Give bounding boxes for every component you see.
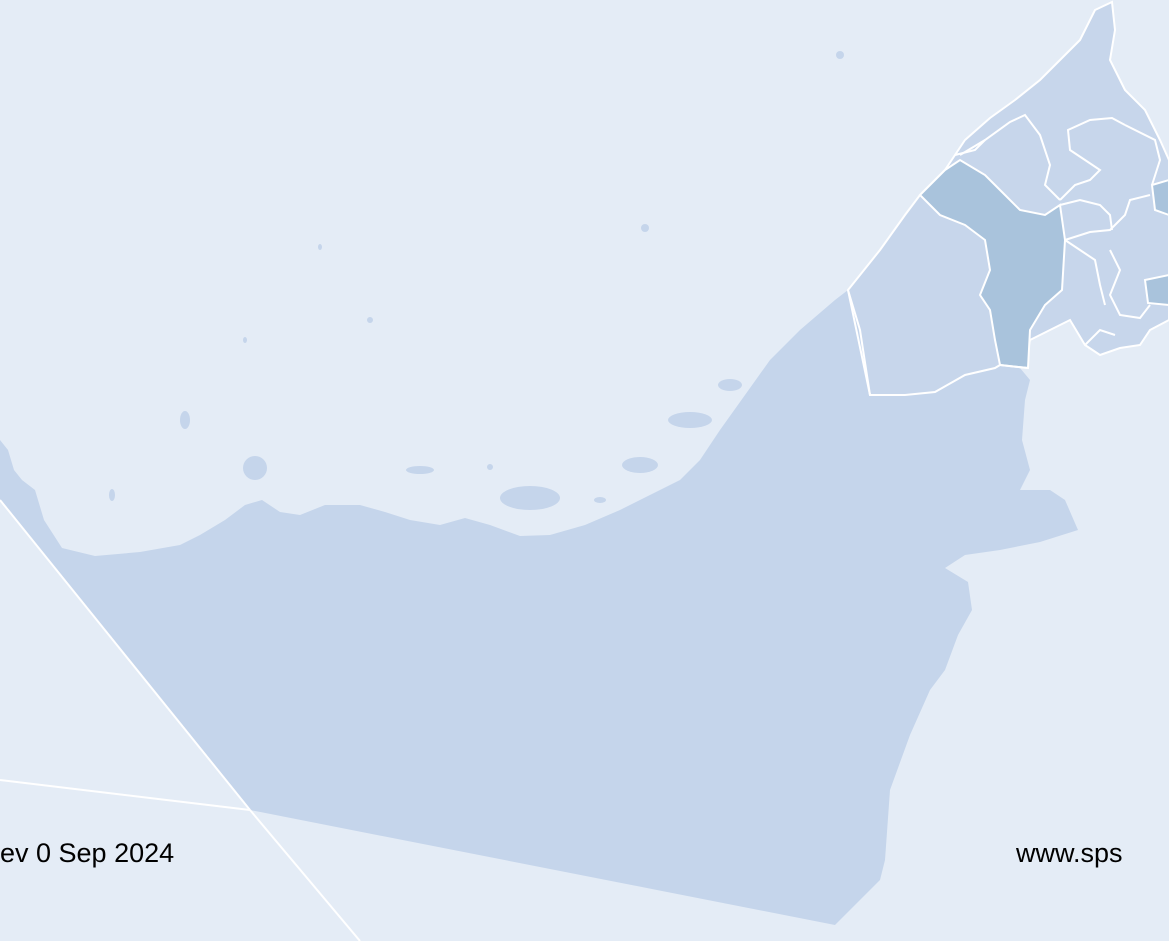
revision-caption: ev 0 Sep 2024 <box>0 838 175 868</box>
east-coast-enclave <box>1150 178 1169 217</box>
coastal-islands <box>109 51 844 510</box>
website-caption: www.sps <box>1016 838 1123 868</box>
east-coast-enclave <box>1143 273 1169 307</box>
mainland-region <box>0 290 1078 925</box>
emirate-borders <box>954 113 1162 369</box>
boundary-lines <box>0 289 871 941</box>
highlighted-region <box>918 158 1067 370</box>
